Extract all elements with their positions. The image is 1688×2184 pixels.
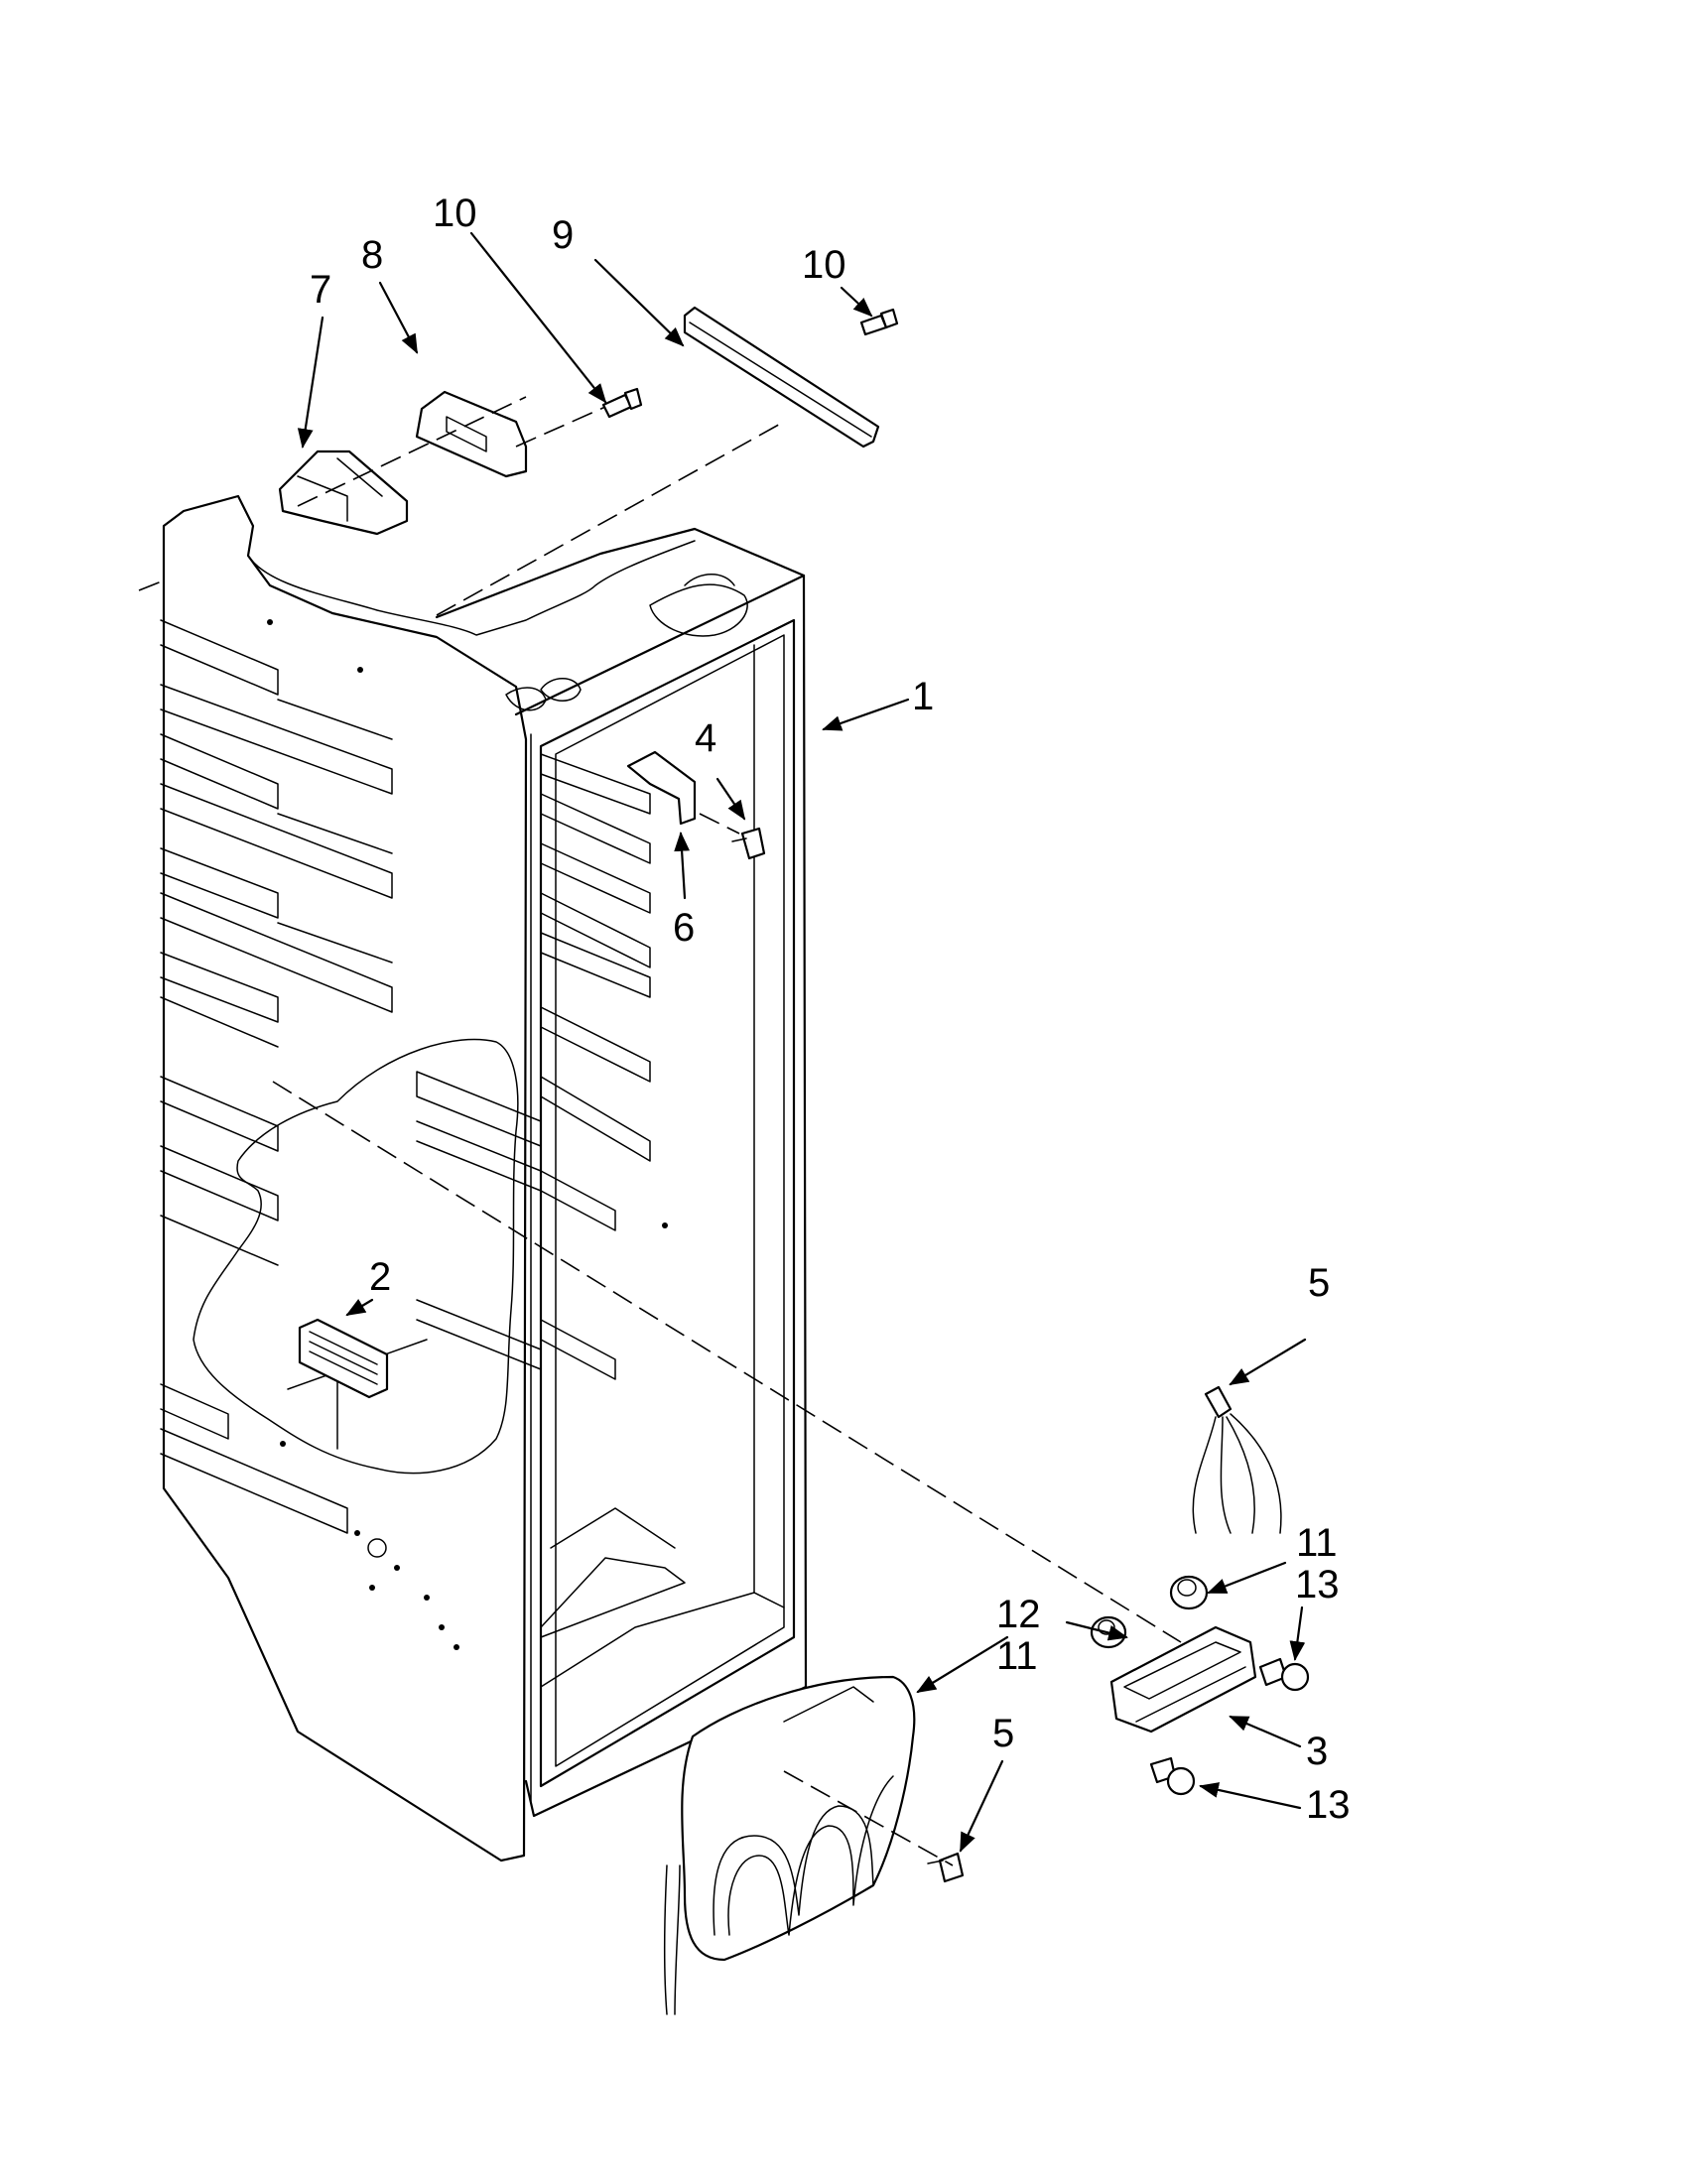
callout-11-right: 11 (1296, 1521, 1338, 1565)
part-8-bracket (415, 390, 528, 478)
part-9-rail (683, 306, 880, 449)
callout-12: 12 (996, 1593, 1041, 1636)
liner-cabinet (160, 494, 808, 1863)
assembly-lines (138, 396, 1182, 1866)
callout-10-right: 10 (802, 243, 846, 287)
part-13-plug-a (1258, 1657, 1310, 1692)
part-11-grommet-a (1169, 1575, 1209, 1610)
callout-1: 1 (912, 675, 934, 718)
part-3-drain-trough (1109, 1625, 1257, 1734)
part-12-defrost-heater (663, 1675, 916, 2015)
part-2-air-grille (298, 1318, 389, 1399)
callout-5-harness: 5 (1308, 1261, 1330, 1305)
part-5-wire-harness (1192, 1385, 1282, 1534)
callout-3: 3 (1306, 1730, 1328, 1773)
callout-2: 2 (369, 1255, 391, 1299)
callout-5-screw: 5 (992, 1712, 1014, 1755)
inner-shelf-ridges (540, 753, 651, 1380)
callout-8: 8 (361, 233, 383, 277)
part-10-screw-b (859, 308, 899, 336)
callout-4: 4 (695, 716, 716, 760)
part-5-screw (927, 1852, 965, 1883)
side-shelf-ridges (160, 619, 393, 1534)
callout-10-left: 10 (433, 192, 477, 235)
callout-11-left: 11 (996, 1634, 1038, 1678)
callout-7: 7 (310, 268, 331, 312)
leader-arrows (297, 231, 1307, 1853)
part-4-screw (731, 827, 766, 860)
callout-labels: 1 2 3 4 5 5 6 7 8 9 10 10 11 11 12 13 13 (310, 192, 1351, 1827)
callout-13-upper: 13 (1295, 1563, 1340, 1606)
callout-13-lower: 13 (1306, 1783, 1351, 1827)
part-10-screw-a (601, 387, 643, 419)
part-6-bracket (626, 750, 697, 826)
part-7-control-housing (278, 450, 409, 536)
callout-9: 9 (552, 213, 574, 257)
callout-6: 6 (673, 906, 695, 950)
part-13-plug-b (1149, 1756, 1196, 1796)
